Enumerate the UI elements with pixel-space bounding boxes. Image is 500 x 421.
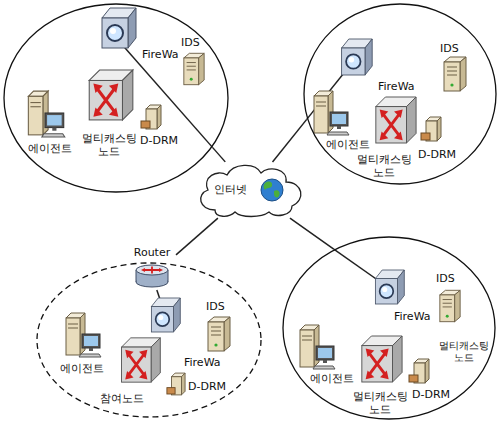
network-link — [176, 218, 218, 255]
region-ellipse — [304, 4, 496, 184]
node-label: 참여노드 — [100, 392, 144, 405]
firewall-icon — [151, 298, 180, 332]
node-label: FireWa — [142, 48, 179, 61]
multicast-node-region: IDSFireWa멀티캐스팅 노드에이전트멀티캐스팅 노드D-DRM — [282, 236, 496, 420]
cloud-shape — [201, 165, 301, 216]
drm-server-icon — [141, 105, 161, 129]
node-label: Router — [134, 246, 170, 259]
agent-computer-icon — [66, 313, 101, 357]
multicast-switch-icon — [89, 70, 133, 120]
node-label: 멀티캐스팅 노드 — [436, 340, 492, 364]
internet-cloud: 인터넷 — [195, 162, 307, 218]
node-label: 에이전트 — [60, 362, 104, 375]
region-ellipse — [4, 4, 228, 192]
participant-node-region: IDS FireWa 에이전트참여노드 D-DRM — [36, 262, 262, 418]
drm-server-icon — [421, 117, 441, 141]
globe-land — [264, 182, 280, 198]
router-icon — [136, 265, 168, 287]
multicast-node-region: IDS FireWa 에이전트멀티캐스팅 노드D-DRM — [303, 3, 497, 185]
region-ellipse — [283, 237, 495, 419]
node-label: 에이전트 — [310, 372, 354, 385]
agent-computer-icon — [314, 91, 349, 135]
node-label: D-DRM — [418, 148, 456, 161]
node-label: FireWa — [184, 356, 221, 369]
node-label: D-DRM — [412, 388, 450, 401]
agent-computer-icon — [300, 325, 335, 369]
node-label: 에이전트 — [326, 138, 370, 151]
node-label: IDS — [440, 42, 459, 55]
network-link — [290, 218, 334, 249]
network-link — [273, 119, 307, 162]
agent-computer-icon — [28, 91, 64, 137]
multicast-switch-icon — [376, 97, 416, 143]
node-label: D-DRM — [140, 134, 178, 147]
multicast-switch-icon — [122, 338, 161, 382]
ids-server-icon — [208, 317, 230, 351]
node-label: 멀티캐스팅 노드 — [351, 153, 417, 179]
node-label: D-DRM — [188, 380, 226, 393]
node-label: IDS — [181, 36, 200, 49]
region-outline — [36, 262, 262, 418]
region-outline — [3, 3, 229, 193]
network-link — [213, 148, 226, 162]
drm-server-icon — [409, 359, 429, 383]
node-label: IDS — [436, 272, 455, 285]
multicast-node-region: IDSFireWa 에이전트 멀티캐스팅 노드D-DRM — [3, 3, 229, 193]
ids-server-icon — [440, 290, 460, 321]
node-label: 멀티캐스팅 노드 — [76, 132, 142, 158]
ids-server-icon — [444, 57, 466, 91]
node-label: 인터넷 — [214, 183, 247, 196]
ids-server-icon — [184, 53, 204, 84]
cloud-outline — [195, 162, 307, 218]
node-label: IDS — [206, 300, 225, 313]
multicast-switch-icon — [362, 336, 402, 382]
firewall-icon — [375, 270, 404, 304]
node-label: 에이전트 — [28, 142, 72, 155]
globe-icon — [261, 179, 283, 201]
node-label: FireWa — [394, 310, 431, 323]
drm-server-icon — [167, 373, 185, 395]
firewall-icon — [102, 8, 136, 48]
node-label: 멀티캐스팅 노드 — [347, 390, 413, 416]
firewall-icon — [342, 39, 373, 75]
region-ellipse — [37, 263, 261, 417]
router: Router — [128, 246, 176, 290]
node-label: FireWa — [378, 80, 415, 93]
